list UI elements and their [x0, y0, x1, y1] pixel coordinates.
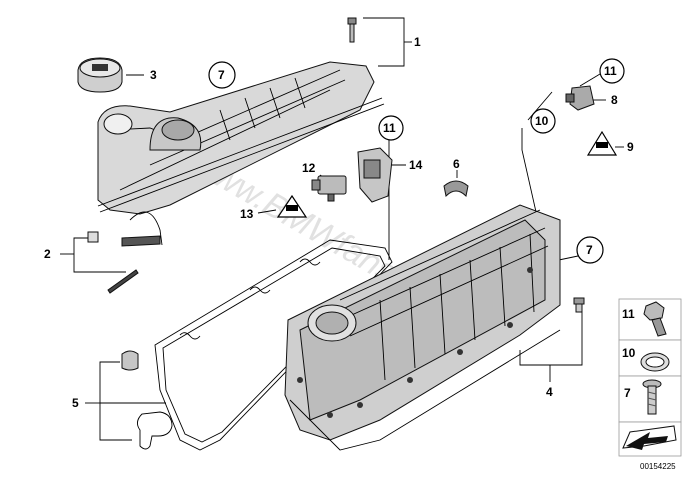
label-7-top: 7 [218, 68, 225, 82]
seal-ring-icon [640, 352, 670, 372]
callout-labels: 1 3 7 2 11 12 14 13 6 11 8 10 9 7 4 5 [44, 35, 634, 410]
legend-label-10: 10 [622, 346, 636, 360]
valve-cover-gasket [154, 239, 393, 451]
label-14: 14 [409, 158, 423, 172]
label-5: 5 [72, 396, 79, 410]
label-1: 1 [414, 35, 421, 49]
label-7-right: 7 [586, 243, 593, 257]
label-9: 9 [627, 140, 634, 154]
hardware-legend: 11 10 7 [618, 298, 682, 457]
label-11-right: 11 [604, 64, 617, 78]
sensor-14 [357, 147, 393, 203]
warning-triangle-13 [276, 194, 308, 218]
cover-gasket-strip [97, 97, 385, 246]
arrow-plate-icon [622, 425, 677, 450]
sensor-12 [311, 175, 347, 202]
gasket-parts [87, 231, 161, 294]
label-10: 10 [535, 114, 549, 128]
cylinder-head-cover [97, 17, 375, 215]
small-bolt [573, 297, 585, 313]
label-2: 2 [44, 247, 51, 261]
label-4: 4 [546, 385, 553, 399]
label-11-mid: 11 [383, 121, 396, 135]
legend-label-7: 7 [624, 386, 631, 400]
oil-cap [77, 57, 123, 93]
bolt-icon [643, 301, 667, 337]
cylinder-head [284, 204, 561, 451]
label-3: 3 [150, 68, 157, 82]
bearing-shell [443, 180, 469, 198]
reference-number: 00154225 [640, 462, 676, 471]
legend-label-11: 11 [622, 307, 635, 321]
sensor-8 [565, 85, 595, 111]
screw-icon [642, 379, 662, 415]
warning-triangle-9 [586, 130, 618, 156]
label-12: 12 [302, 161, 316, 175]
plug-and-seal [121, 350, 173, 450]
label-6: 6 [453, 157, 460, 171]
label-8: 8 [611, 93, 618, 107]
label-13: 13 [240, 207, 254, 221]
